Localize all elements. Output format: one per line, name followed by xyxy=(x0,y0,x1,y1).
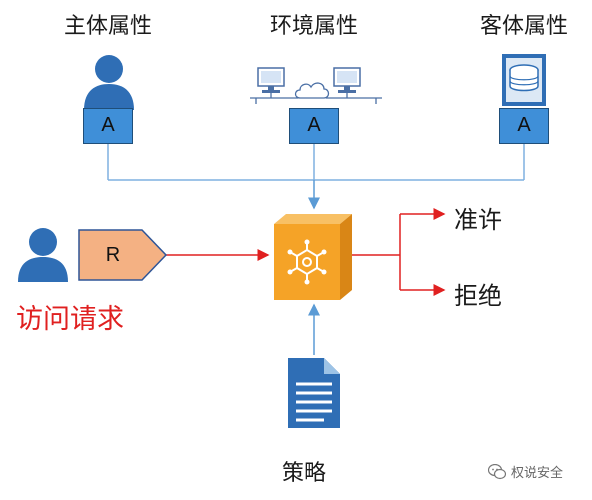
policy-label: 策略 xyxy=(282,461,327,486)
policy-document-icon xyxy=(288,358,340,428)
deny-label: 拒绝 xyxy=(454,282,502,310)
env-attr-box: A xyxy=(289,108,339,144)
subject-person-icon xyxy=(84,55,134,110)
watermark-text: 权说安全 xyxy=(511,466,564,481)
permit-label: 准许 xyxy=(454,206,502,234)
subject-attr-box: A xyxy=(83,108,133,144)
object-attr-title: 客体属性 xyxy=(479,14,568,39)
chat-bubble-icon xyxy=(488,463,506,479)
access-request-label: 访问请求 xyxy=(16,304,124,335)
subject-attr-title: 主体属性 xyxy=(63,14,152,39)
policy-engine-icon xyxy=(274,214,352,300)
object-attr-box: A xyxy=(499,108,549,144)
env-attr-title: 环境属性 xyxy=(269,14,358,39)
request-tag-shape xyxy=(78,229,168,281)
watermark: 权说安全 xyxy=(488,462,563,481)
requester-person-icon xyxy=(18,228,68,282)
database-server-icon xyxy=(502,54,546,106)
network-environment-icon xyxy=(250,67,382,104)
request-tag-label: R xyxy=(105,244,121,266)
